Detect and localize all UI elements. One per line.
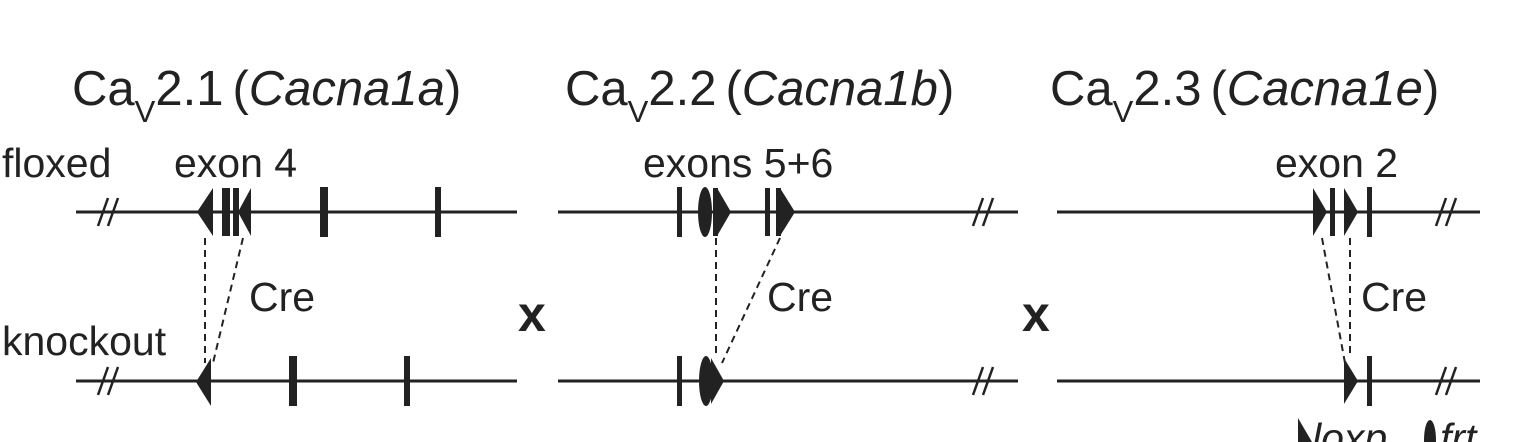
exon-box: [713, 188, 718, 236]
exon-box: [776, 188, 781, 236]
legend-frt-icon: [1424, 420, 1436, 442]
exon-box: [677, 187, 682, 237]
legend-loxp-label: loxp: [1312, 415, 1387, 442]
exon-box: [320, 187, 328, 237]
break-mark: [96, 197, 120, 227]
exon-box: [404, 356, 410, 406]
legend-frt-label: frt: [1440, 415, 1478, 442]
header-cav23: CaV2.3(Cacna1e): [1050, 62, 1439, 129]
break-mark: [1434, 197, 1458, 227]
cross-symbol-2: x: [1022, 286, 1050, 342]
loxp-site: [1344, 188, 1358, 236]
break-mark: [971, 197, 995, 227]
loxp-site: [196, 358, 211, 406]
exon-box: [677, 356, 682, 406]
cre-label-cav22: Cre: [767, 274, 833, 320]
exon-box: [222, 188, 230, 236]
exon-box: [1367, 187, 1372, 237]
row-label-knockout: knockout: [2, 318, 167, 364]
exon-label-cav21: exon 4: [174, 140, 297, 186]
loxp-site: [197, 188, 213, 236]
frt-site: [699, 356, 713, 406]
exon-label-cav22: exons 5+6: [643, 140, 833, 186]
exon-box: [233, 188, 239, 236]
loxp-site: [780, 188, 795, 236]
cre-label-cav21: Cre: [249, 274, 315, 320]
break-mark: [96, 366, 120, 396]
frt-site: [698, 187, 712, 237]
recombination-dash: [721, 237, 781, 364]
loxp-site: [717, 188, 731, 236]
header-cav21: CaV2.1(Cacna1a): [72, 62, 461, 129]
exon-box: [289, 356, 297, 406]
exon-label-cav23: exon 2: [1275, 140, 1398, 186]
legend-loxp-icon: [1298, 418, 1312, 442]
row-label-floxed: floxed: [2, 140, 111, 186]
loxp-site: [1313, 188, 1327, 236]
break-mark: [971, 366, 995, 396]
exon-box: [765, 188, 770, 236]
recombination-dash: [1321, 237, 1346, 364]
loxp-site: [1344, 358, 1358, 404]
exon-box: [1367, 356, 1372, 406]
loxp-site: [711, 358, 724, 404]
header-cav22: CaV2.2(Cacna1b): [565, 62, 954, 129]
cross-symbol-1: x: [518, 286, 546, 342]
cre-label-cav23: Cre: [1361, 274, 1427, 320]
loxp-site: [238, 188, 251, 236]
exon-box: [1330, 188, 1335, 236]
break-mark: [1434, 366, 1458, 396]
recombination-dash: [212, 237, 244, 364]
exon-box: [435, 187, 441, 237]
